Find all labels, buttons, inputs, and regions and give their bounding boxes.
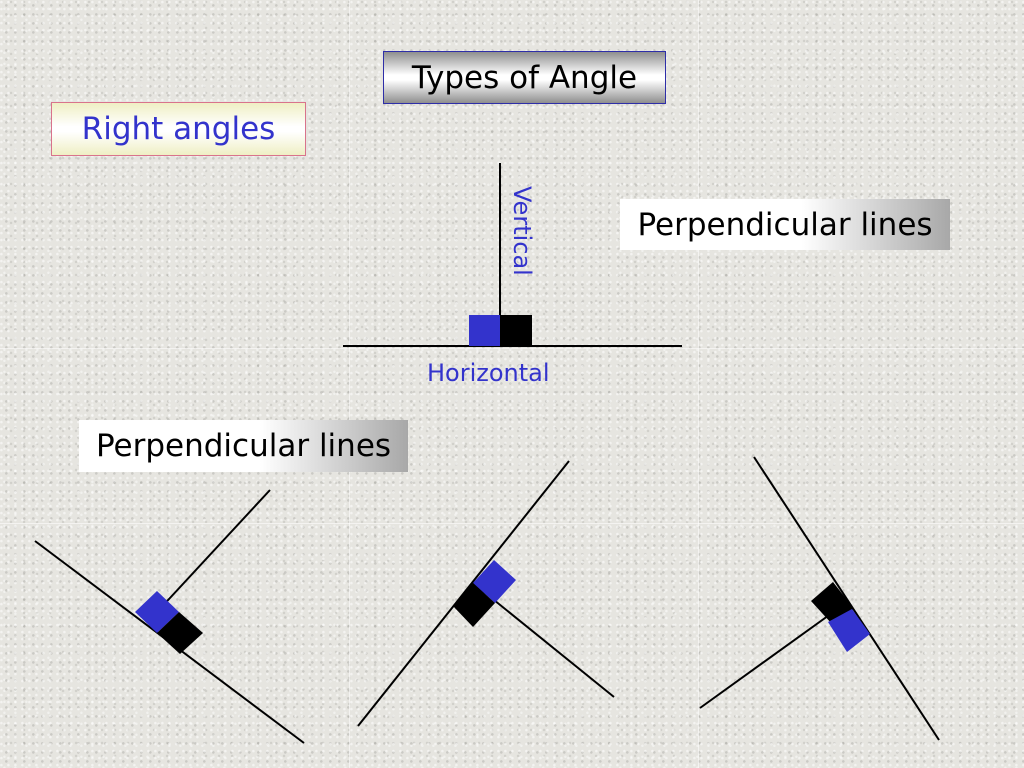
slide-title: Types of Angle	[383, 51, 666, 104]
right-angle-marker-black	[453, 583, 495, 627]
tilted-right-angle-middle	[357, 460, 615, 727]
upright-right-angle: Vertical Horizontal	[343, 163, 682, 387]
tilted-line	[699, 612, 833, 709]
right-angle-marker-blue	[473, 560, 516, 603]
perpendicular-lines-label-top: Perpendicular lines	[620, 199, 950, 250]
background-tile-seam	[698, 0, 699, 768]
tilted-line	[156, 489, 271, 613]
right-angle-marker-blue	[828, 609, 870, 652]
background-tile-seam	[0, 348, 1024, 349]
horizontal-label: Horizontal	[427, 359, 550, 387]
tilted-line	[357, 460, 570, 727]
right-angle-marker-blue	[469, 315, 500, 346]
tilted-right-angle-left	[34, 489, 305, 744]
background-tile-seam	[0, 523, 1024, 524]
right-angle-marker-black	[811, 582, 854, 624]
vertical-label: Vertical	[508, 186, 536, 276]
tilted-line	[753, 456, 940, 741]
background-tile-seam	[349, 0, 350, 768]
tilted-right-angle-right	[699, 456, 940, 741]
tilted-line	[472, 582, 615, 698]
subtitle-right-angles: Right angles	[51, 102, 306, 156]
right-angle-marker-black	[500, 315, 532, 346]
right-angle-marker-black	[157, 612, 203, 654]
perpendicular-lines-label-bottom: Perpendicular lines	[79, 420, 408, 472]
